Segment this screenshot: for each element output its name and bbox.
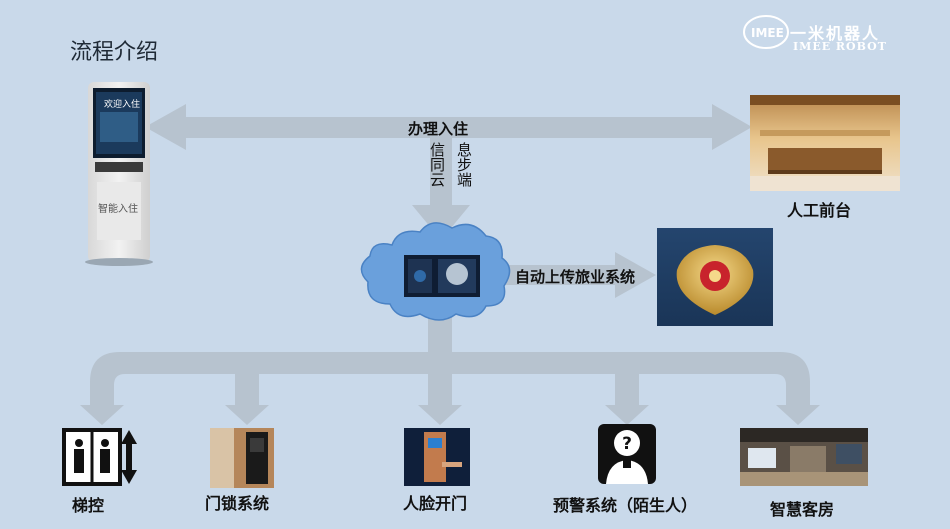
svg-text:?: ? [622, 434, 632, 454]
output-label-face: 人脸开门 [403, 494, 468, 513]
sync-down-arrow [412, 138, 470, 240]
checkin-label: 办理入住 [408, 120, 469, 138]
branch-arrow-elevator [80, 395, 124, 425]
brand-name-en: IMEE ROBOT [793, 40, 887, 53]
kiosk-panel-text: 智能入住 [98, 204, 138, 215]
output-label-alert: 预警系统（陌生人） [553, 496, 698, 515]
output-label-lock: 门锁系统 [205, 494, 270, 513]
sync-text-block: 信息 同步 云端 [430, 143, 484, 188]
branch-arrows [80, 372, 820, 425]
face-door-icon [404, 428, 470, 486]
police-badge-image [657, 228, 773, 326]
kiosk-image [85, 82, 153, 266]
stranger-alert-icon: ? [598, 424, 656, 484]
checkin-double-arrow [145, 104, 752, 150]
imee-logo-icon [743, 15, 789, 49]
output-label-room: 智慧客房 [770, 500, 835, 519]
brand-logo-text: IMEE [751, 26, 784, 40]
page-title: 流程介绍 [70, 40, 159, 65]
upload-arrow [500, 252, 656, 298]
smart-room-icon [740, 428, 868, 486]
sync-line-2: 同步 [430, 156, 485, 174]
upload-label: 自动上传旅业系统 [515, 268, 636, 286]
branch-arrow-room [776, 395, 820, 425]
elevator-icon [62, 428, 137, 486]
sync-line-1: 信息 [430, 141, 485, 159]
sync-line-3: 云端 [430, 171, 485, 189]
front-desk-photo [750, 95, 900, 191]
branch-arrow-lock [225, 405, 269, 425]
door-lock-icon [210, 428, 274, 488]
cloud-server [360, 222, 511, 321]
kiosk-screen-text: 欢迎入住 [104, 100, 141, 110]
branch-arrow-face [418, 405, 462, 425]
front-desk-label: 人工前台 [787, 201, 852, 220]
branch-arrow-alert [605, 405, 649, 425]
brand-name-cn: 一米机器人 [790, 24, 881, 43]
output-label-elevator: 梯控 [72, 496, 105, 515]
